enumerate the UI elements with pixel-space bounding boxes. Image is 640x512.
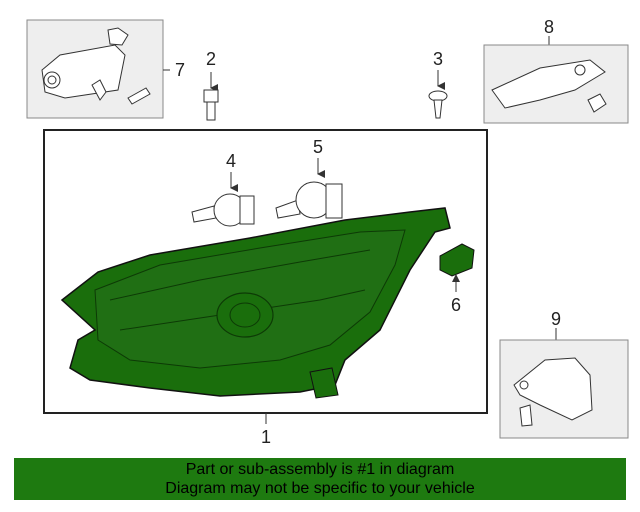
bolt-part-2[interactable] <box>203 72 219 121</box>
bracket-part-7[interactable] <box>26 19 164 119</box>
socket-part-6[interactable] <box>439 243 475 292</box>
banner-line-1: Part or sub-assembly is #1 in diagram <box>185 461 455 478</box>
bracket-part-9[interactable] <box>499 328 629 439</box>
callout-1: 1 <box>260 427 271 447</box>
info-banner: Part or sub-assembly is #1 in diagram Di… <box>14 458 626 500</box>
callout-9: 9 <box>550 309 561 329</box>
bulb-part-4[interactable] <box>191 172 255 227</box>
bracket-part-8[interactable] <box>483 36 629 124</box>
bulb-part-5[interactable] <box>275 158 343 219</box>
headlight-assembly-part-1[interactable] <box>60 207 451 399</box>
callout-7: 7 <box>174 60 185 80</box>
callout-2: 2 <box>205 49 216 69</box>
banner-line-2: Diagram may not be specific to your vehi… <box>165 480 475 497</box>
clip-part-3[interactable] <box>428 70 448 119</box>
callout-4: 4 <box>225 151 236 171</box>
callout-3: 3 <box>432 49 443 69</box>
callout-5: 5 <box>312 137 323 157</box>
callout-6: 6 <box>450 295 461 315</box>
callout-8: 8 <box>543 17 554 37</box>
